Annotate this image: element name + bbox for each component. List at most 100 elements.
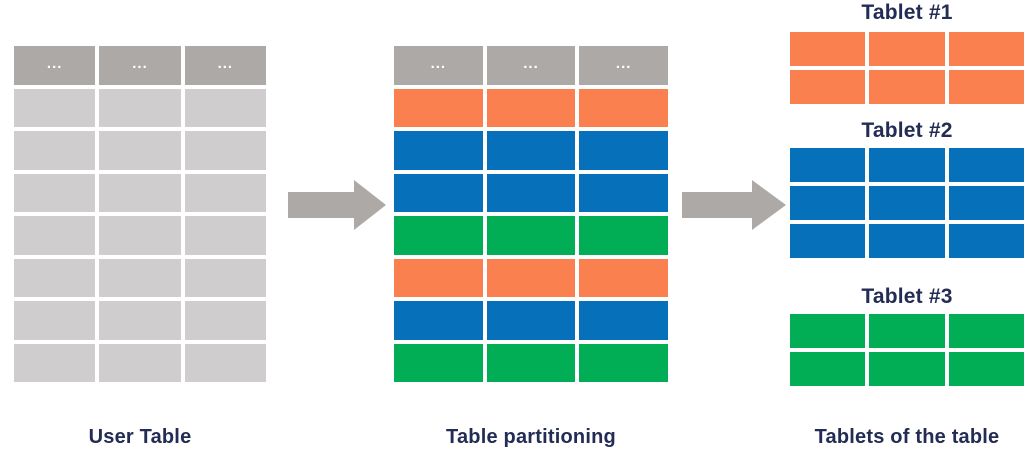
- table-cell: [867, 312, 947, 350]
- partition-table-header-cell: ...: [484, 44, 578, 87]
- table-row: [788, 350, 1026, 388]
- table-cell: [182, 171, 268, 214]
- table-cell: [97, 214, 183, 257]
- table-cell: [12, 214, 98, 257]
- table-cell: [788, 222, 868, 260]
- table-cell: [577, 129, 671, 172]
- table-row: [392, 341, 671, 384]
- table-cell: [788, 312, 868, 350]
- table-cell: [97, 299, 183, 342]
- tablet-2-block: Tablet #2: [788, 120, 1026, 264]
- table-cell: [484, 214, 578, 257]
- table-cell: [946, 146, 1026, 184]
- table-cell: [788, 350, 868, 388]
- tablets-caption: Tablets of the table: [814, 426, 1000, 448]
- table-row: [392, 86, 671, 129]
- arrow-user-to-partition-icon: [288, 180, 386, 230]
- table-cell: [484, 171, 578, 214]
- table-cell: [182, 129, 268, 172]
- table-cell: [97, 129, 183, 172]
- table-cell: [946, 184, 1026, 222]
- tablet-1-title: Tablet #1: [861, 1, 953, 24]
- table-cell: [788, 30, 868, 68]
- table-row: [788, 184, 1026, 222]
- table-cell: [577, 299, 671, 342]
- table-cell: [867, 68, 947, 106]
- table-cell: [392, 214, 485, 257]
- tablet-2-title: Tablet #2: [861, 119, 953, 142]
- table-cell: [577, 86, 671, 129]
- table-row: [392, 256, 671, 299]
- table-cell: [577, 256, 671, 299]
- table-cell: [577, 171, 671, 214]
- table-cell: [392, 299, 485, 342]
- table-cell: [484, 86, 578, 129]
- table-cell: [392, 341, 485, 384]
- table-cell: [392, 171, 485, 214]
- table-cell: [392, 129, 485, 172]
- table-cell: [182, 341, 268, 384]
- table-row: [392, 214, 671, 257]
- table-row: [12, 299, 268, 342]
- table-cell: [97, 341, 183, 384]
- partition-table-header-cell: ...: [392, 44, 485, 87]
- table-cell: [867, 30, 947, 68]
- table-row: [12, 129, 268, 172]
- table-cell: [867, 146, 947, 184]
- table-cell: [484, 256, 578, 299]
- tablet-3-title: Tablet #3: [861, 285, 953, 308]
- table-cell: [788, 184, 868, 222]
- partition-table-header-row: ... ... ...: [392, 44, 671, 87]
- table-cell: [484, 341, 578, 384]
- partition-table-header-cell: ...: [577, 44, 671, 87]
- table-cell: [484, 299, 578, 342]
- table-cell: [12, 171, 98, 214]
- tablet-1-block: Tablet #1: [788, 2, 1026, 108]
- table-cell: [867, 184, 947, 222]
- table-cell: [12, 129, 98, 172]
- table-cell: [392, 256, 485, 299]
- table-row: [788, 312, 1026, 350]
- user-table: ... ... ...: [12, 44, 268, 384]
- table-cell: [577, 214, 671, 257]
- table-row: [788, 222, 1026, 260]
- table-cell: [12, 299, 98, 342]
- tablet-3-grid: [788, 312, 1026, 388]
- arrow-partition-to-tablets-icon: [682, 180, 786, 230]
- partition-table: ... ... ...: [392, 44, 671, 384]
- user-table-header-cell: ...: [97, 44, 183, 87]
- table-row: [392, 129, 671, 172]
- table-cell: [484, 129, 578, 172]
- table-cell: [97, 171, 183, 214]
- table-row: [12, 214, 268, 257]
- table-cell: [946, 350, 1026, 388]
- table-cell: [577, 341, 671, 384]
- table-row: [788, 68, 1026, 106]
- table-cell: [182, 86, 268, 129]
- table-cell: [12, 86, 98, 129]
- table-cell: [12, 341, 98, 384]
- table-row: [788, 30, 1026, 68]
- table-cell: [788, 68, 868, 106]
- table-row: [788, 146, 1026, 184]
- user-table-caption: User Table: [88, 426, 192, 448]
- table-cell: [392, 86, 485, 129]
- table-cell: [946, 30, 1026, 68]
- table-row: [12, 341, 268, 384]
- table-row: [392, 171, 671, 214]
- table-cell: [788, 146, 868, 184]
- user-table-header-row: ... ... ...: [12, 44, 268, 87]
- table-cell: [946, 222, 1026, 260]
- table-row: [12, 171, 268, 214]
- table-cell: [97, 256, 183, 299]
- tablet-1-grid: [788, 30, 1026, 106]
- table-cell: [182, 214, 268, 257]
- user-table-header-cell: ...: [12, 44, 98, 87]
- table-cell: [867, 350, 947, 388]
- user-table-header-cell: ...: [182, 44, 268, 87]
- table-cell: [946, 312, 1026, 350]
- table-row: [12, 256, 268, 299]
- table-cell: [97, 86, 183, 129]
- partition-table-caption: Table partitioning: [446, 426, 616, 448]
